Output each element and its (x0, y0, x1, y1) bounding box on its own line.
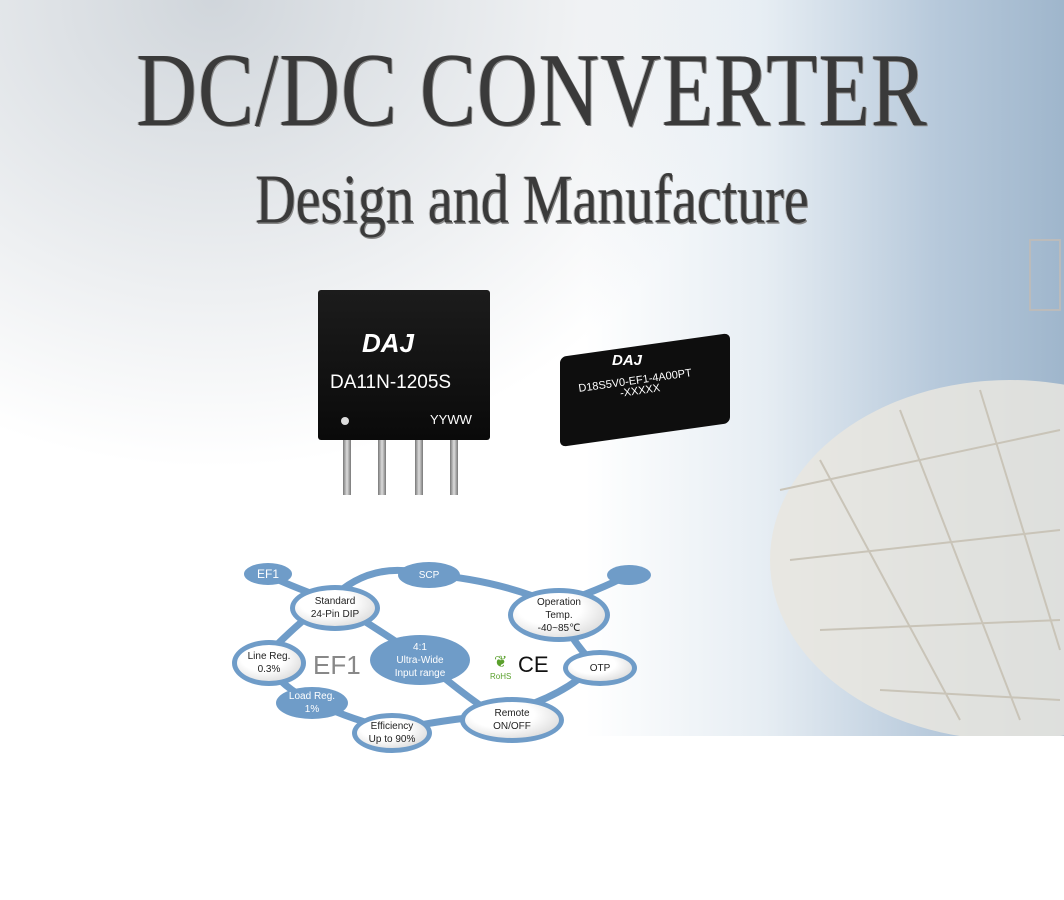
series-center-label: EF1 (313, 650, 361, 680)
sip-brand-logo: DAJ (362, 328, 415, 358)
dip-brand-logo: DAJ (612, 352, 643, 369)
page-title: DC/DC CONVERTER (136, 32, 928, 149)
feature-scp: SCP (398, 562, 460, 588)
ce-mark-icon: CE (518, 652, 549, 677)
feature-line-regulation: Line Reg.0.3% (232, 640, 306, 686)
sip-date-code: YYWW (430, 412, 472, 427)
sip-model: DA11N-1205S (330, 372, 452, 393)
series-tag: EF1 (244, 563, 292, 585)
feature-otp: OTP (563, 650, 637, 686)
page-subtitle: Design and Manufacture (255, 161, 809, 239)
feature-load-regulation: Load Reg.1% (276, 687, 348, 719)
rohs-icon: ❦RoHS (490, 654, 512, 681)
feature-blank (607, 565, 651, 585)
satellite-dish (770, 239, 1064, 736)
